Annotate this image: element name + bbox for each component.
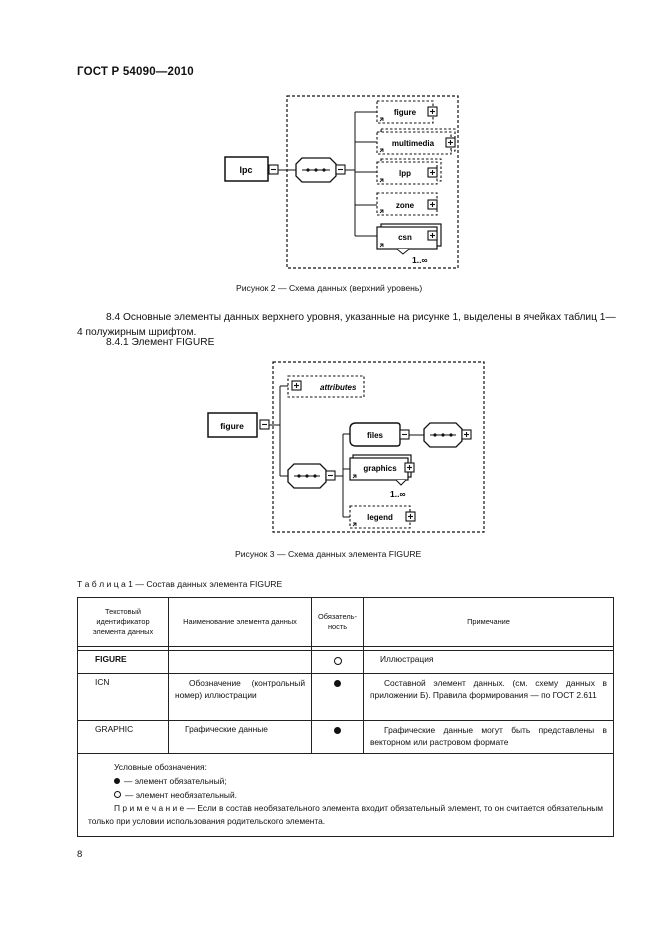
figure-2-multiplicity: 1..∞ <box>412 255 428 265</box>
row-name: Обозначение (контрольный номер) иллюстра… <box>168 673 312 721</box>
table-row: ICN Обозначение (контрольный номер) иллю… <box>77 673 614 721</box>
optional-marker <box>311 650 364 674</box>
figure-2-item-figure: figure <box>394 108 417 117</box>
row-id: ICN <box>77 673 169 721</box>
page-number: 8 <box>77 849 83 860</box>
figure-2-diagram: lpc figure multimedia lpp zone csn 1..∞ <box>224 95 459 269</box>
figure-3-multiplicity: 1..∞ <box>390 489 406 499</box>
figure-3-diagram: figure attributes files graphics 1..∞ le… <box>207 361 485 533</box>
figure-3-attributes-label: attributes <box>320 383 357 392</box>
document-header: ГОСТ Р 54090—2010 <box>77 66 194 78</box>
legend-optional-icon <box>114 791 121 798</box>
row-note: Иллюстрация <box>363 650 614 674</box>
figure-3-item-graphics: graphics <box>363 464 397 473</box>
required-marker <box>311 673 364 721</box>
table-1: Текстовый идентификатор элемента данных … <box>77 597 614 837</box>
figure-2-root-label: lpc <box>239 165 252 175</box>
table-1-caption: Т а б л и ц а 1 — Состав данных элемента… <box>77 579 283 589</box>
row-id: FIGURE <box>77 650 169 674</box>
row-name: Графические данные <box>168 720 312 754</box>
figure-2-item-csn: csn <box>398 233 412 242</box>
legend-required: — элемент обязательный; <box>124 776 227 786</box>
paragraph-8-4: 8.4 Основные элементы данных верхнего ур… <box>77 312 616 338</box>
figure-2-item-zone: zone <box>396 201 415 210</box>
row-note: Графические данные могут быть представле… <box>363 720 614 754</box>
heading-8-4-1: 8.4.1 Элемент FIGURE <box>106 337 215 348</box>
figure-3-caption: Рисунок 3 — Схема данных элемента FIGURE <box>235 549 422 559</box>
legend-optional: — элемент необязательный. <box>125 790 237 800</box>
header-mandatory: Обязатель-ность <box>311 597 364 647</box>
figure-3-item-files: files <box>367 431 384 440</box>
legend-required-icon <box>114 778 120 784</box>
figure-2-caption: Рисунок 2 — Схема данных (верхний уровен… <box>236 283 423 293</box>
row-note: Составной элемент данных. (см. схему дан… <box>363 673 614 721</box>
legend-note: П р и м е ч а н и е — Если в состав необ… <box>88 803 603 826</box>
table-header-row: Текстовый идентификатор элемента данных … <box>77 597 614 647</box>
table-legend-row: Условные обозначения: — элемент обязател… <box>77 753 614 837</box>
legend-title: Условные обозначения: <box>114 762 207 772</box>
figure-3-root-label: figure <box>220 421 244 431</box>
row-id: GRAPHIC <box>77 720 169 754</box>
table-row: FIGURE Иллюстрация <box>77 650 614 674</box>
figure-2-item-multimedia: multimedia <box>392 139 435 148</box>
required-marker <box>311 720 364 754</box>
row-name <box>168 650 312 674</box>
figure-3-item-legend: legend <box>367 513 393 522</box>
figure-2-item-lpp: lpp <box>399 169 411 178</box>
header-id: Текстовый идентификатор элемента данных <box>77 597 169 647</box>
table-row: GRAPHIC Графические данные Графические д… <box>77 720 614 754</box>
header-note: Примечание <box>363 597 614 647</box>
header-name: Наименование элемента данных <box>168 597 312 647</box>
